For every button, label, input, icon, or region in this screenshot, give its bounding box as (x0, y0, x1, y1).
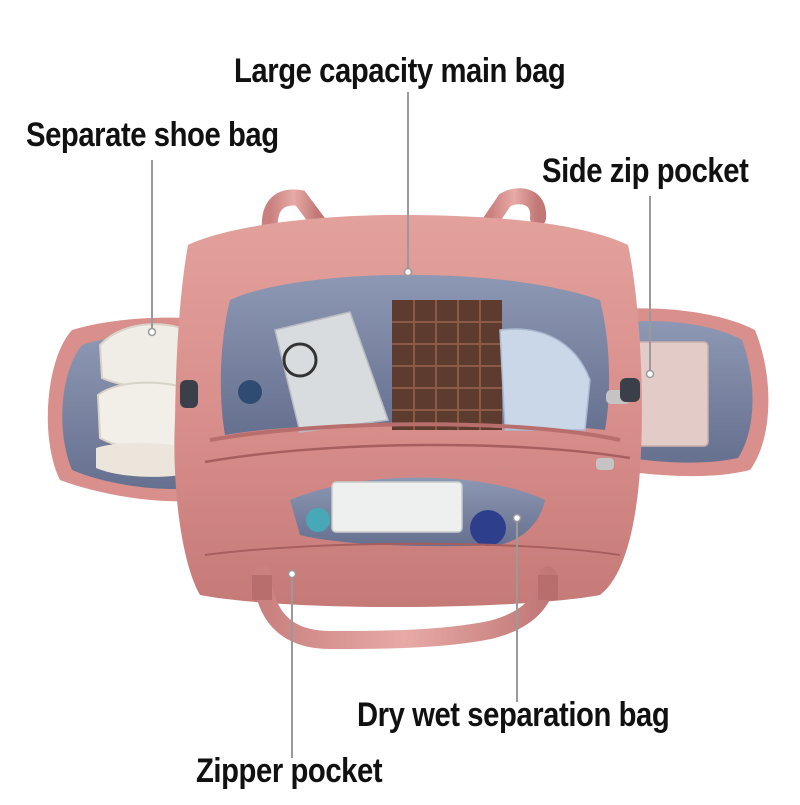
zipper-line-top (204, 443, 631, 464)
towel-box (331, 481, 463, 533)
teal-item (306, 508, 330, 532)
blue-item (238, 380, 262, 404)
zipper-line-bottom (204, 542, 621, 556)
bag-body (174, 215, 642, 608)
front-handles (252, 566, 558, 650)
zipper-pull-front (596, 458, 614, 470)
label-side-zip-pocket: Side zip pocket (542, 152, 749, 190)
leader-dots (147, 267, 655, 579)
label-zipper-pocket: Zipper pocket (196, 752, 383, 790)
notebook (274, 311, 390, 433)
leader-lines (151, 92, 651, 758)
strap-buckle-left (180, 380, 198, 408)
label-dry-wet-separation-bag: Dry wet separation bag (357, 696, 670, 734)
label-separate-shoe-bag: Separate shoe bag (26, 116, 279, 154)
notebook-in-pocket (631, 341, 709, 447)
glasses (282, 342, 318, 378)
strap-buckle-right (620, 378, 640, 402)
top-handles (261, 188, 547, 238)
bottle-cap (470, 510, 506, 546)
clothes (499, 328, 591, 431)
label-large-capacity-main-bag: Large capacity main bag (234, 52, 566, 90)
